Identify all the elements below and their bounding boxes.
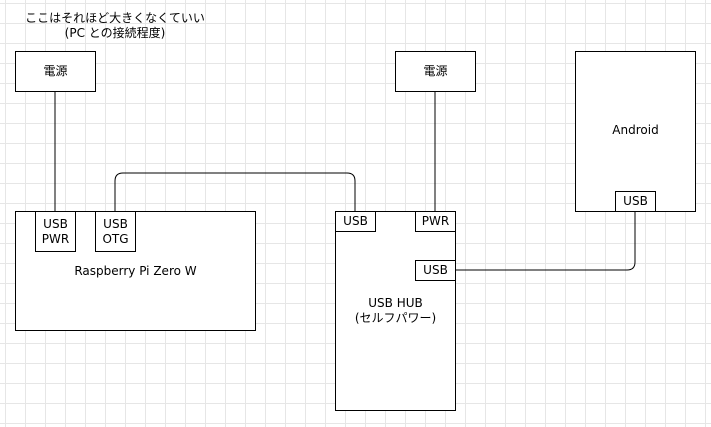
hub-usb-port-side: USB	[415, 260, 456, 281]
android-usb-port: USB	[615, 191, 656, 212]
android-device: Android	[575, 51, 696, 212]
usb-pwr-port: USB PWR	[35, 211, 76, 252]
edge-hub-usb-to-android-usb	[455, 211, 636, 271]
power-supply-right: 電源	[395, 51, 476, 92]
hub-usb-port-top: USB	[335, 211, 376, 232]
power-supply-left: 電源	[15, 51, 96, 92]
hub-pwr-port: PWR	[415, 211, 456, 232]
usb-hub: USB HUB (セルフパワー)	[335, 211, 456, 411]
edge-usb-otg-to-hub-usb	[114, 172, 356, 211]
note-text: ここはそれほど大きくなくていい (PC との接続程度)	[25, 11, 205, 40]
usb-otg-port: USB OTG	[95, 211, 136, 252]
